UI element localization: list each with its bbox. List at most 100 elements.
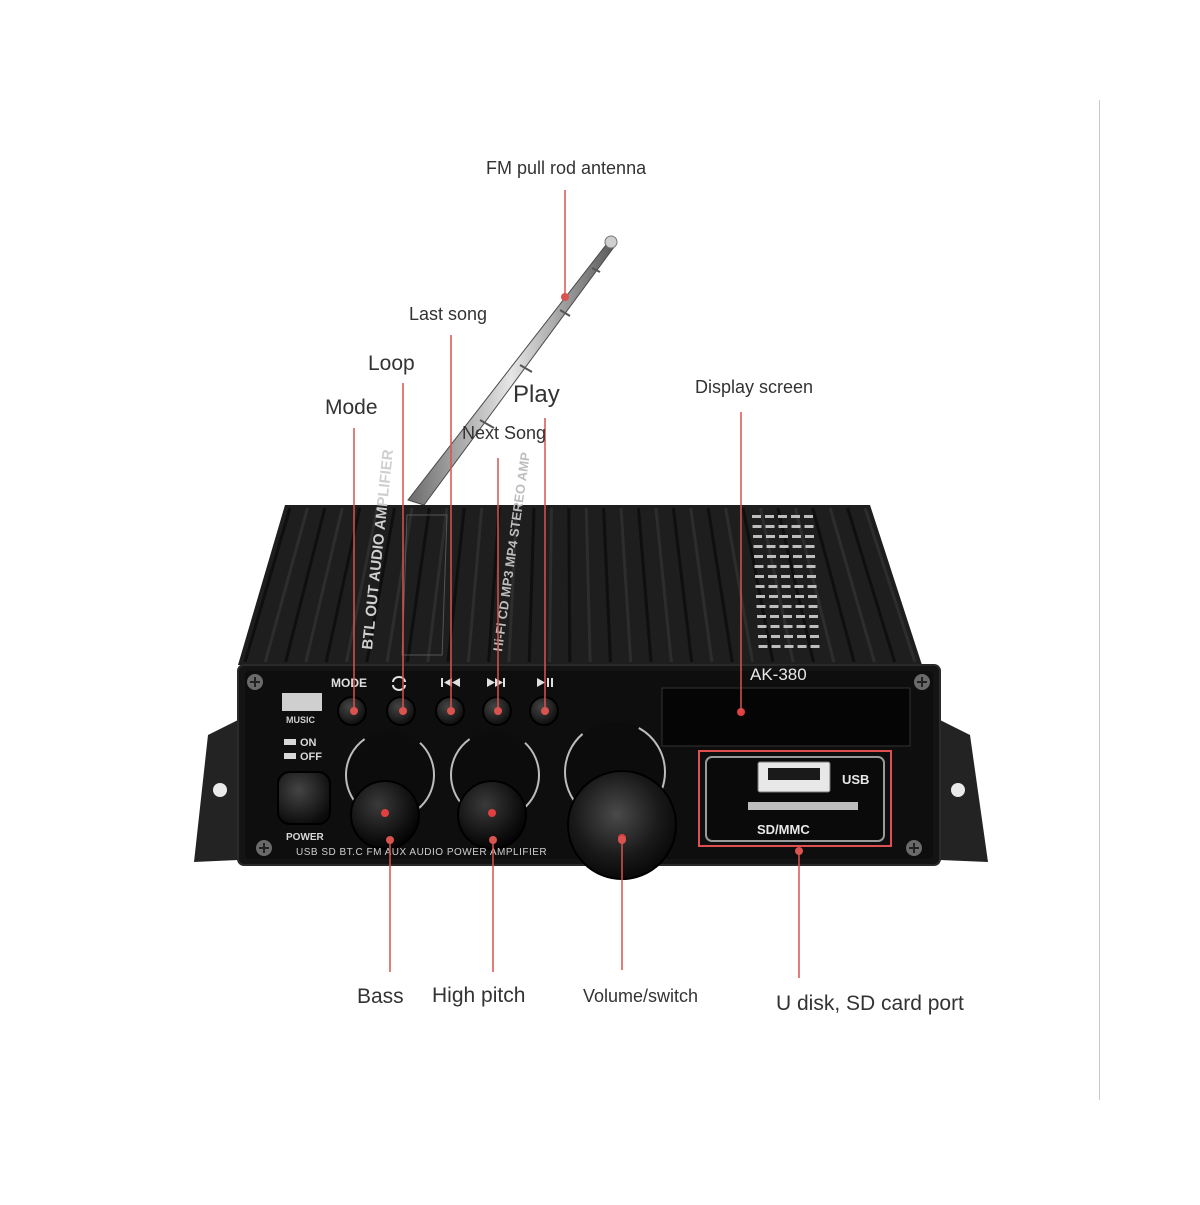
heatsink-fin [466, 507, 484, 663]
heatsink-fin [365, 507, 397, 663]
vent-slot [791, 515, 800, 518]
vent-slot [778, 525, 788, 528]
heatsink-fin [811, 507, 856, 663]
bass-knob[interactable] [345, 730, 435, 850]
next-track-icon [487, 678, 505, 687]
callout-mode: Mode [325, 396, 378, 419]
heatsink-fin [654, 507, 673, 663]
vent-slot [808, 595, 817, 598]
vent-slot [810, 645, 820, 648]
vent-slot [770, 625, 780, 628]
vent-slot [768, 585, 778, 588]
screw [906, 840, 922, 856]
vent-slot [767, 555, 776, 558]
vent-slot [808, 605, 818, 608]
screw [247, 674, 263, 690]
vent-slot [770, 615, 779, 618]
usb-port-tongue [768, 768, 820, 780]
vent-slot [797, 645, 807, 648]
heatsink-fin [863, 507, 917, 663]
heatsink-fin [385, 507, 414, 663]
vent-slot [758, 645, 768, 648]
vent-slot [757, 615, 766, 618]
callout-play: Play [513, 381, 560, 408]
high-pitch-knob[interactable] [450, 730, 540, 850]
heatsink-fin [243, 507, 292, 663]
vent-slot [771, 635, 780, 638]
vent-slot [779, 545, 789, 548]
vent-slot [758, 635, 767, 638]
vent-slot [795, 595, 804, 598]
usb-label: USB [842, 772, 869, 787]
callout-loop: Loop [368, 352, 415, 375]
heatsink-fin [567, 507, 572, 663]
vent-slot [752, 525, 762, 528]
callout-bass: Bass [357, 985, 404, 1008]
vent-slot [780, 555, 789, 558]
left-mount-hole [213, 783, 227, 797]
front-panel: MUSIC ON OFF POWER MODE [237, 664, 941, 880]
vent-slot [784, 645, 794, 648]
vent-slot [754, 555, 763, 558]
callout-volume: Volume/switch [583, 986, 699, 1006]
vent-slot [797, 635, 806, 638]
vent-slot [781, 575, 790, 578]
port-highlight-box [698, 750, 892, 847]
heatsink-fin [706, 507, 734, 663]
screw [256, 840, 272, 856]
display-screen [661, 687, 911, 747]
heatsink-fin [284, 507, 327, 663]
vent-slot [784, 635, 793, 638]
callout-dots [350, 293, 803, 855]
vent-slot [795, 605, 805, 608]
power-button[interactable] [277, 771, 331, 825]
vent-slot [756, 605, 766, 608]
callout-antenna: FM pull rod antenna [486, 158, 647, 178]
vent-slot [766, 545, 776, 548]
callout-next-song: Next Song [462, 423, 547, 443]
heatsink-fin [671, 507, 694, 663]
heatsink-fin [405, 507, 431, 663]
vent-slot [796, 615, 805, 618]
vent-slot [767, 565, 777, 568]
loop-icon [392, 676, 406, 691]
vent-slot [755, 575, 764, 578]
heatsink-fin [846, 507, 897, 663]
vent-slot [805, 545, 815, 548]
vent-slot [783, 615, 792, 618]
heatsink-fin [636, 507, 653, 663]
heatsink-fin [724, 507, 755, 663]
heatsink-fin [507, 507, 519, 663]
previous-track-icon [441, 678, 460, 687]
page-divider [1099, 100, 1100, 1100]
vent-slot [779, 535, 788, 538]
heatsink-fin [304, 507, 344, 663]
vent-slot [755, 585, 765, 588]
vent-slot [806, 555, 815, 558]
vent-slot [769, 605, 779, 608]
vent-slot [794, 585, 804, 588]
sd-label: SD/MMC [757, 822, 810, 837]
heatsink-fin [689, 507, 714, 663]
vent-slot [753, 535, 762, 538]
vent-slot [754, 565, 764, 568]
vent-slot [783, 625, 793, 628]
antenna [407, 235, 618, 506]
heatsink-fin [527, 507, 536, 663]
vent-slot [807, 575, 816, 578]
screw [914, 674, 930, 690]
vent-slot [804, 515, 813, 518]
vent-slot [809, 615, 818, 618]
vent-slot [794, 575, 803, 578]
vent-slot [752, 515, 761, 518]
callout-ports: U disk, SD card port [776, 992, 964, 1015]
heatsink-fin [602, 507, 612, 663]
callout-last-song: Last song [409, 304, 488, 324]
top-panel: BTL OUT AUDIO AMPLIFIER Hi-Fi CD MP3 MP4… [238, 448, 922, 665]
svg-text:MUSIC: MUSIC [286, 715, 316, 725]
vent-slot [781, 585, 791, 588]
power-label: POWER [286, 832, 325, 843]
callout-lines [353, 190, 800, 978]
vent-slot [753, 545, 763, 548]
sd-card-slot[interactable] [748, 802, 858, 810]
